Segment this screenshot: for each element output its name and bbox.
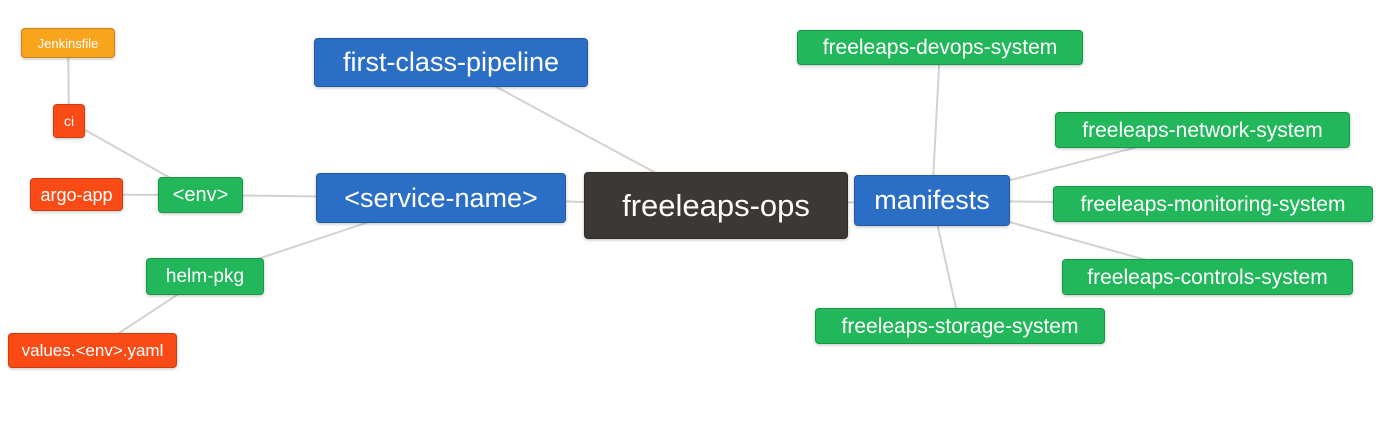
node-label: freeleaps-devops-system [822,36,1058,59]
node-argo-app[interactable]: argo-app [30,178,123,211]
node-values-env-yaml[interactable]: values.<env>.yaml [8,333,177,368]
node-label: freeleaps-controls-system [1087,265,1328,289]
node-label: freeleaps-monitoring-system [1080,192,1346,216]
node-ci[interactable]: ci [53,104,85,138]
node-service-name[interactable]: <service-name> [316,173,566,223]
node-label: freeleaps-ops [622,188,810,223]
node-manifests[interactable]: manifests [854,175,1010,226]
node-label: ci [63,113,75,129]
node-freeleaps-devops-system[interactable]: freeleaps-devops-system [797,30,1083,65]
node-freeleaps-storage-system[interactable]: freeleaps-storage-system [815,308,1105,344]
node-label: values.<env>.yaml [21,341,164,360]
node-first-class-pipeline[interactable]: first-class-pipeline [314,38,588,87]
node-label: argo-app [40,184,113,205]
node-label: <service-name> [344,182,538,213]
node-label: freeleaps-network-system [1082,118,1323,142]
node-env[interactable]: <env> [158,177,243,213]
node-helm-pkg[interactable]: helm-pkg [146,258,264,295]
node-label: helm-pkg [165,266,245,287]
node-label: freeleaps-storage-system [841,314,1079,338]
node-freeleaps-ops[interactable]: freeleaps-ops [584,172,848,239]
node-freeleaps-controls-system[interactable]: freeleaps-controls-system [1062,259,1353,295]
node-label: <env> [172,184,229,206]
node-label: Jenkinsfile [37,35,99,51]
node-label: first-class-pipeline [342,47,560,77]
node-freeleaps-network-system[interactable]: freeleaps-network-system [1055,112,1350,148]
node-label: manifests [874,185,990,215]
node-jenkinsfile[interactable]: Jenkinsfile [21,28,115,58]
node-freeleaps-monitoring-system[interactable]: freeleaps-monitoring-system [1053,186,1373,222]
